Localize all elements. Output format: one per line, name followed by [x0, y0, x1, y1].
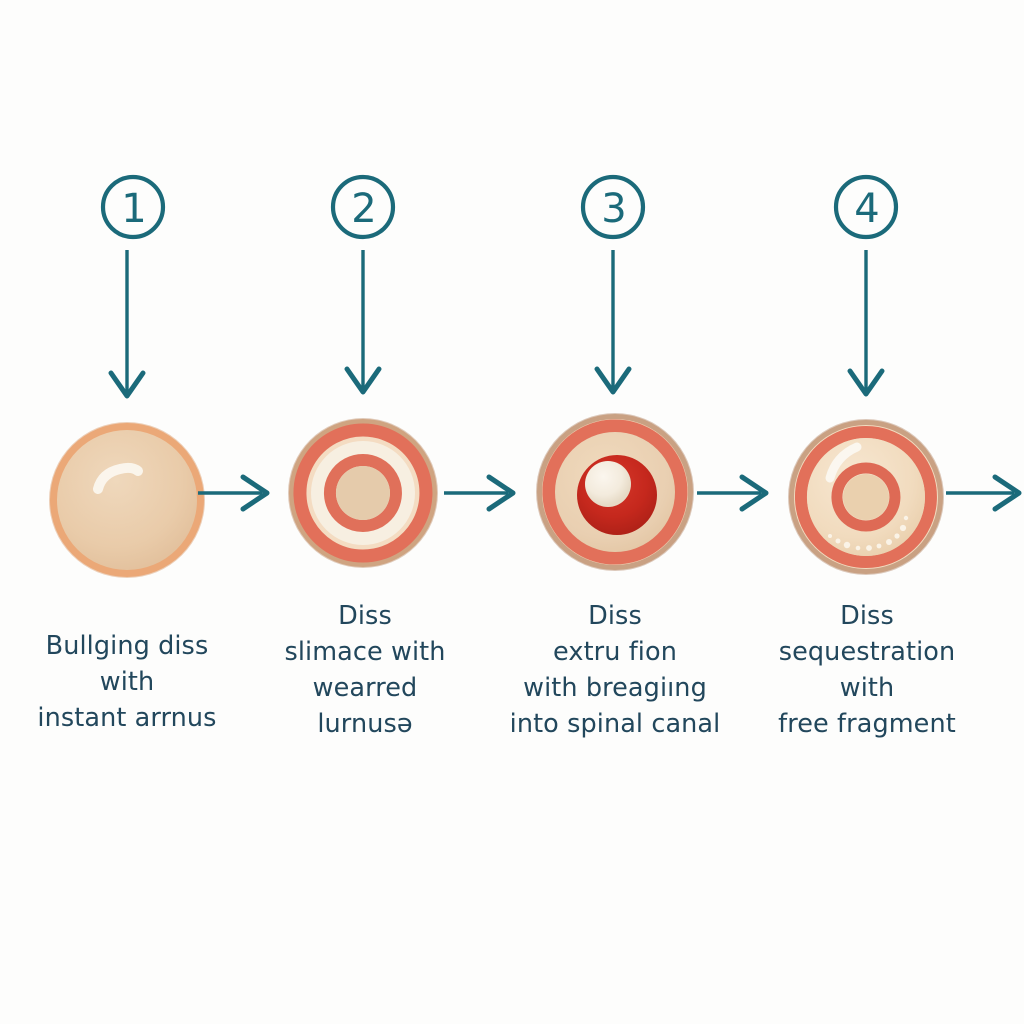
progression-arrow-2	[444, 474, 516, 512]
progression-arrow-4	[946, 474, 1022, 512]
progression-arrow-1	[198, 474, 270, 512]
disc-illustration-4[interactable]	[788, 419, 944, 575]
annulus-ring-3	[542, 419, 688, 565]
inner-ring-4	[831, 462, 901, 532]
annulus-ring-inner-2	[323, 454, 402, 532]
annulus-ring-outer-2	[293, 423, 433, 563]
vertical-arrow-2	[344, 250, 382, 395]
disc-highlight-4	[825, 442, 862, 483]
progression-arrow-3	[697, 474, 769, 512]
step-marker-1[interactable]: 1	[100, 174, 166, 240]
free-fragments-4	[828, 515, 909, 551]
vertical-arrow-3	[594, 250, 632, 395]
step-number-2: 2	[351, 186, 376, 232]
disc-illustration-3[interactable]	[536, 413, 694, 571]
annulus-ring-4	[794, 426, 937, 568]
nucleus-core-3	[585, 461, 631, 507]
disc-illustration-2[interactable]	[288, 418, 438, 568]
step-marker-4[interactable]: 4	[833, 174, 899, 240]
step-number-4: 4	[854, 186, 879, 232]
step-number-1: 1	[121, 186, 146, 232]
vertical-arrow-1	[108, 250, 146, 399]
vertical-arrow-4	[847, 250, 885, 397]
step-marker-2[interactable]: 2	[330, 174, 396, 240]
step-marker-3[interactable]: 3	[580, 174, 646, 240]
disc-highlight-1	[93, 462, 143, 494]
step-number-3: 3	[601, 186, 626, 232]
disc-illustration-1[interactable]	[49, 422, 205, 578]
